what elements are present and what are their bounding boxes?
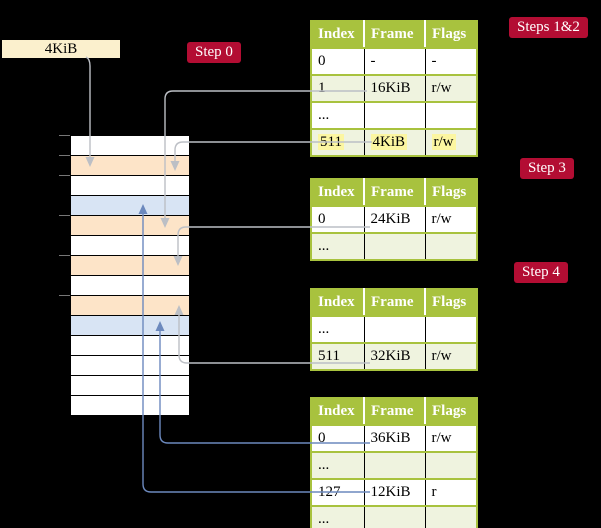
column-header-frame: Frame [364,179,426,207]
memory-frame-row-white [71,376,189,396]
pte-index-cell: 0 [311,48,365,76]
pte-flags-cell: r/w [425,129,477,157]
pte-index-cell: ... [311,102,365,130]
memory-column [70,135,190,416]
memory-frame-row-blue [71,196,189,216]
ruler-tick [59,215,70,216]
column-header-flags: Flags [425,21,477,49]
pte-index-cell: 0 [311,425,365,453]
pte-frame-cell: 4KiB [364,129,426,157]
page-table-leaf: Index Frame Flags 0 36KiB r/w ... 127 12… [310,397,478,528]
memory-frame-row-white [71,176,189,196]
ruler-tick [59,295,70,296]
pte-flags-cell: - [425,48,477,76]
pte-flags-cell [425,316,477,344]
table-row: 127 12KiB r [311,479,477,507]
pte-index-cell: ... [311,233,365,261]
pte-index-cell: 511 [311,129,365,157]
page-table-pointer-box: 4KiB [2,40,120,58]
page-table-step-3: Index Frame Flags 0 24KiB r/w ... [310,178,478,261]
table-header-row: Index Frame Flags [311,289,477,317]
pte-frame-cell: 32KiB [364,343,426,371]
column-header-index: Index [311,398,365,426]
ruler-tick [59,255,70,256]
table-row-ellipsis: ... [311,506,477,528]
pte-index-cell: 1 [311,75,365,103]
step-label-0: Step 0 [187,42,241,63]
step-label-4: Step 4 [514,262,568,283]
memory-frame-row-orange [71,216,189,236]
memory-frame-row-orange [71,256,189,276]
table-row-ellipsis: ... [311,452,477,480]
table-row-ellipsis: ... [311,102,477,130]
memory-frame-row-white [71,356,189,376]
pte-flags-cell: r/w [425,75,477,103]
page-table-pointer-label: 4KiB [44,41,78,57]
ruler-tick [59,155,70,156]
column-header-frame: Frame [364,289,426,317]
pte-frame-cell: 24KiB [364,206,426,234]
highlight-flags: r/w [431,134,456,150]
pte-frame-cell: - [364,48,426,76]
table-row-highlighted: 511 4KiB r/w [311,129,477,157]
pte-index-cell: ... [311,452,365,480]
pte-index-cell: ... [311,316,365,344]
column-header-frame: Frame [364,21,426,49]
memory-frame-row-white [71,136,189,156]
pte-frame-cell: 16KiB [364,75,426,103]
column-header-index: Index [311,21,365,49]
memory-frame-row-white [71,336,189,356]
table-header-row: Index Frame Flags [311,398,477,426]
table-row: 0 36KiB r/w [311,425,477,453]
table-row: 1 16KiB r/w [311,75,477,103]
table-row: 0 - - [311,48,477,76]
pte-flags-cell [425,102,477,130]
pte-frame-cell [364,233,426,261]
pte-flags-cell [425,452,477,480]
pte-frame-cell [364,452,426,480]
table-row-ellipsis: ... [311,233,477,261]
step-label-1-2: Steps 1&2 [509,17,588,38]
memory-frame-row-orange [71,156,189,176]
pte-index-cell: 127 [311,479,365,507]
pte-frame-cell: 12KiB [364,479,426,507]
column-header-flags: Flags [425,179,477,207]
table-header-row: Index Frame Flags [311,179,477,207]
column-header-frame: Frame [364,398,426,426]
pte-flags-cell: r/w [425,206,477,234]
column-header-flags: Flags [425,398,477,426]
table-header-row: Index Frame Flags [311,21,477,49]
ruler-tick [59,135,70,136]
pte-flags-cell [425,233,477,261]
pte-index-cell: 511 [311,343,365,371]
memory-frame-row-white [71,236,189,256]
table-row-ellipsis: ... [311,316,477,344]
page-table-steps-1-2: Index Frame Flags 0 - - 1 16KiB r/w ... … [310,20,478,157]
pte-flags-cell: r [425,479,477,507]
memory-frame-row-blue [71,316,189,336]
memory-frame-row-orange [71,296,189,316]
highlight-index: 511 [318,134,344,150]
pte-frame-cell [364,316,426,344]
table-row: 511 32KiB r/w [311,343,477,371]
pte-flags-cell [425,506,477,528]
pte-index-cell: 0 [311,206,365,234]
column-header-index: Index [311,179,365,207]
column-header-index: Index [311,289,365,317]
pte-frame-cell: 36KiB [364,425,426,453]
column-header-flags: Flags [425,289,477,317]
pte-index-cell: ... [311,506,365,528]
ruler-tick [59,175,70,176]
pte-frame-cell [364,506,426,528]
highlight-frame: 4KiB [370,134,408,150]
table-row: 0 24KiB r/w [311,206,477,234]
memory-frame-row-white [71,396,189,415]
step-label-3: Step 3 [520,158,574,179]
pte-flags-cell: r/w [425,425,477,453]
memory-frame-row-white [71,276,189,296]
pte-flags-cell: r/w [425,343,477,371]
page-table-step-4: Index Frame Flags ... 511 32KiB r/w [310,288,478,371]
pte-frame-cell [364,102,426,130]
